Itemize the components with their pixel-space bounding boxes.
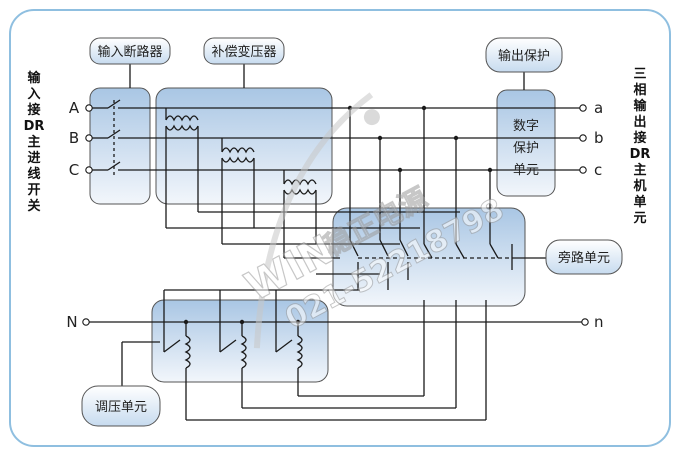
regulator-box (151, 299, 329, 383)
left-side-char: 主 (27, 134, 40, 150)
left-side-char: 线 (27, 166, 40, 182)
right-side-char: 出 (633, 114, 646, 130)
comp-transformer-tag (203, 37, 285, 65)
comp-transformer-box (155, 87, 333, 205)
left-side-char: DR (24, 119, 45, 134)
right-side-char: 接 (633, 130, 646, 146)
wiring (88, 62, 582, 421)
left-side-char: 关 (27, 198, 40, 214)
input-c-label: C (69, 161, 79, 179)
output-protect-label: 输出保护 (498, 48, 550, 64)
right-side-char: 输 (633, 98, 647, 114)
right-side-text: 三 相 输 出 接 DR 主 机 单 元 (630, 67, 651, 226)
neutral-out-label: n (594, 313, 604, 331)
neutral-in-label: N (66, 313, 77, 331)
bypass-box (332, 207, 526, 307)
input-breaker-box (89, 87, 151, 205)
right-side-char: 元 (633, 211, 646, 226)
left-side-char: 接 (27, 102, 40, 118)
right-side-char: 单 (633, 194, 646, 210)
right-side-char: DR (630, 147, 651, 162)
right-side-char: 相 (633, 82, 646, 98)
protect-line-3: 单元 (513, 163, 539, 178)
regulator-tag (81, 385, 161, 427)
left-side-char: 入 (27, 87, 40, 102)
output-c-label: c (594, 161, 602, 179)
output-a-label: a (594, 99, 603, 117)
protect-line-2: 保护 (513, 141, 539, 156)
right-side-char: 机 (633, 178, 646, 194)
left-side-text: 输 入 接 DR 主 进 线 开 关 (24, 70, 45, 214)
right-side-char: 主 (633, 162, 646, 178)
protect-line-1: 数字 (513, 119, 539, 134)
input-breaker-tag (89, 37, 171, 65)
left-side-char: 开 (27, 183, 40, 198)
left-side-char: 输 (27, 70, 41, 86)
right-side-char: 三 (633, 67, 646, 82)
bypass-label: 旁路单元 (558, 250, 610, 266)
input-b-label: B (69, 129, 79, 147)
input-a-label: A (69, 99, 80, 117)
output-protect-tag (485, 37, 563, 73)
junction-dots (183, 105, 493, 325)
output-b-label: b (594, 129, 604, 147)
comp-transformer-label: 补偿变压器 (211, 44, 276, 60)
input-breaker-label: 输入断路器 (97, 44, 162, 60)
bypass-tag (545, 239, 623, 275)
terminals (82, 104, 589, 326)
left-side-char: 进 (27, 151, 40, 166)
regulator-label: 调压单元 (95, 400, 147, 415)
